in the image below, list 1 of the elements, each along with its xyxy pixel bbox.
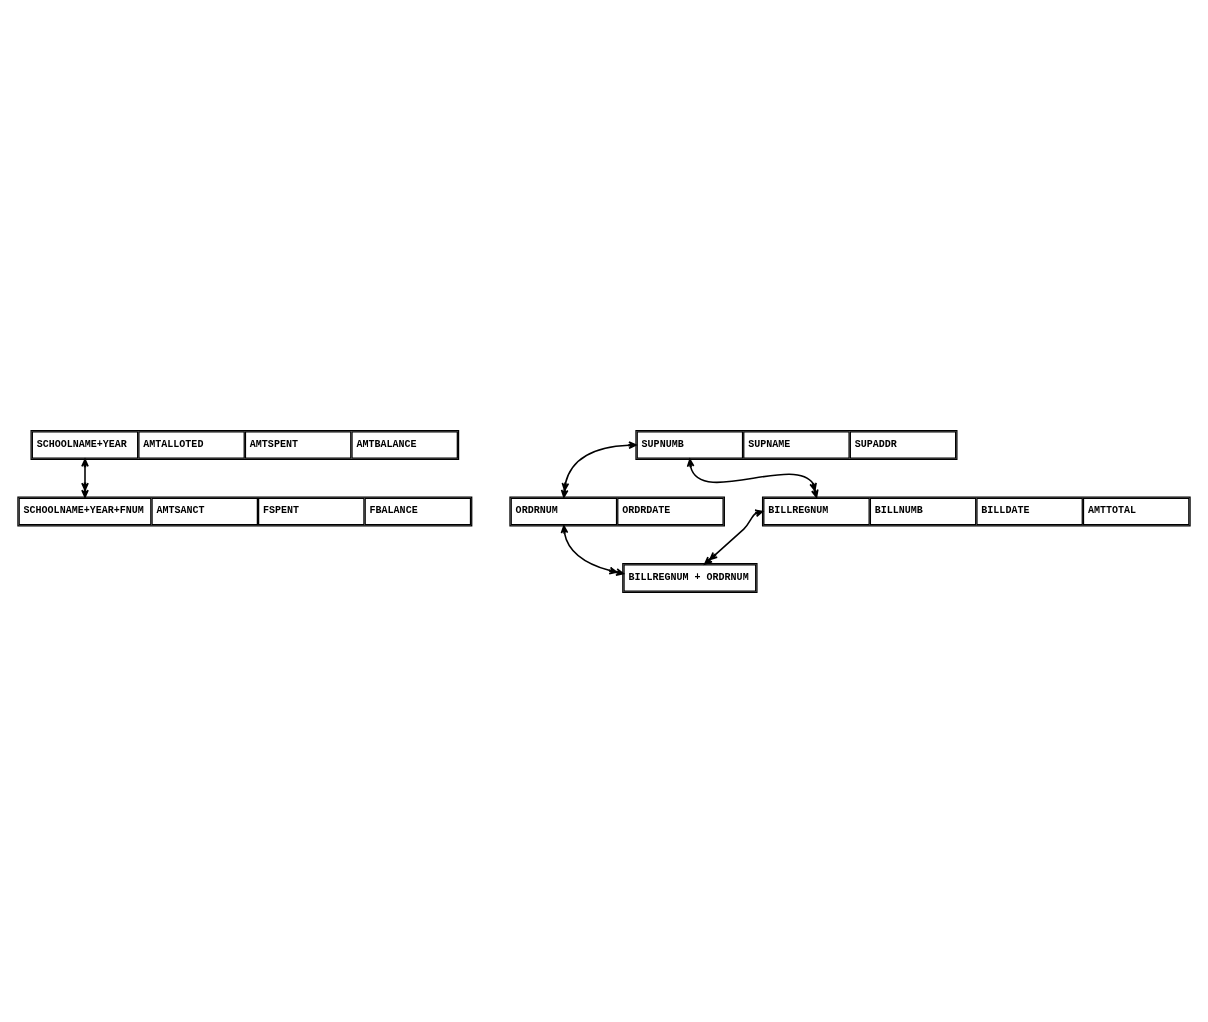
arrow [704, 509, 764, 565]
